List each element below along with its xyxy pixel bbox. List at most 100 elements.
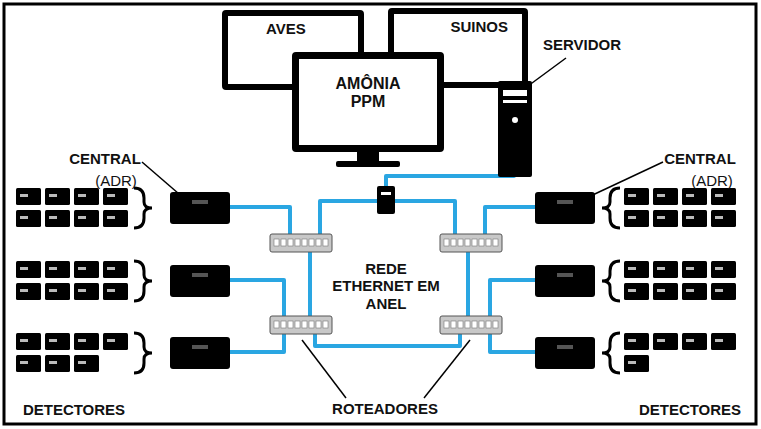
central-box xyxy=(170,265,230,297)
router-port xyxy=(451,239,456,246)
detector-mark xyxy=(628,339,636,342)
router-port xyxy=(486,239,491,246)
detector-mark xyxy=(49,194,57,197)
router-port xyxy=(295,239,300,246)
router-port xyxy=(281,321,286,328)
router-port xyxy=(451,321,456,328)
router-port xyxy=(323,239,328,246)
detector-mark xyxy=(686,289,694,292)
router-port xyxy=(274,239,279,246)
detector-mark xyxy=(20,194,28,197)
text-label: CENTRAL xyxy=(69,150,141,167)
detector-box xyxy=(624,355,649,372)
detector-mark xyxy=(686,216,694,219)
central-box xyxy=(535,192,595,224)
detector-box xyxy=(103,261,128,278)
detector-mark xyxy=(686,267,694,270)
text-label: (ADR) xyxy=(691,172,733,189)
drive-bay xyxy=(503,100,527,103)
ethernet-wires xyxy=(230,168,535,352)
detector-mark xyxy=(20,267,28,270)
text-label: CENTRAL xyxy=(664,150,736,167)
detector-box xyxy=(682,333,707,350)
detector-mark xyxy=(78,194,86,197)
detector-box xyxy=(103,283,128,300)
detector-mark xyxy=(78,289,86,292)
detector-box xyxy=(45,355,70,372)
network-switch xyxy=(377,186,395,214)
detector-mark xyxy=(628,194,636,197)
central-display xyxy=(557,345,573,349)
router-port xyxy=(316,239,321,246)
detector-box xyxy=(624,261,649,278)
text-label: REDE ETHERNET EM ANEL xyxy=(329,260,444,312)
router-box xyxy=(440,316,502,334)
router-port xyxy=(302,321,307,328)
detector-box xyxy=(624,333,649,350)
brace xyxy=(602,333,620,373)
router-port xyxy=(486,321,491,328)
power-button xyxy=(512,117,518,123)
detector-box xyxy=(711,333,736,350)
central-box xyxy=(535,265,595,297)
detector-mark xyxy=(628,267,636,270)
text-label: DETECTORES xyxy=(639,401,741,418)
monitor-screen: AMÔNIA PPM xyxy=(292,52,444,152)
detector-mark xyxy=(657,289,665,292)
detector-box xyxy=(103,210,128,227)
detector-mark xyxy=(20,289,28,292)
detector-box xyxy=(624,210,649,227)
frame xyxy=(4,4,756,424)
detector-box xyxy=(653,333,678,350)
central-display xyxy=(192,200,208,204)
detector-mark xyxy=(107,216,115,219)
router-port xyxy=(479,321,484,328)
router-port xyxy=(472,239,477,246)
detector-mark xyxy=(628,289,636,292)
router-port xyxy=(444,239,449,246)
router-box xyxy=(270,316,332,334)
detector-mark xyxy=(20,339,28,342)
detector-mark xyxy=(20,361,28,364)
detector-mark xyxy=(657,194,665,197)
detector-box xyxy=(74,210,99,227)
detector-box xyxy=(45,333,70,350)
node-text: SUINOS xyxy=(394,18,522,35)
detector-box xyxy=(16,333,41,350)
server-node: SERVIDOR xyxy=(495,36,625,186)
brace xyxy=(134,261,152,301)
router-port xyxy=(274,321,279,328)
detector-box xyxy=(16,188,41,205)
detector-box xyxy=(711,188,736,205)
detector-mark xyxy=(657,267,665,270)
detector-box xyxy=(74,355,99,372)
text-label: ROTEADORES xyxy=(332,400,438,417)
router-port xyxy=(309,321,314,328)
brace xyxy=(602,188,620,228)
server-tower xyxy=(497,80,533,180)
detector-mark xyxy=(49,216,57,219)
detector-box xyxy=(74,261,99,278)
detector-box xyxy=(653,188,678,205)
detector-box xyxy=(711,210,736,227)
detector-box xyxy=(653,283,678,300)
detector-mark xyxy=(78,339,86,342)
router-port xyxy=(302,239,307,246)
detector-mark xyxy=(715,339,723,342)
routers xyxy=(270,234,502,334)
detector-box xyxy=(653,261,678,278)
router-port xyxy=(309,239,314,246)
detector-mark xyxy=(715,216,723,219)
detector-mark xyxy=(628,216,636,219)
router-box xyxy=(270,234,332,252)
drive-bay xyxy=(503,90,527,96)
detector-box xyxy=(653,210,678,227)
detector-mark xyxy=(78,361,86,364)
detector-box xyxy=(45,283,70,300)
detector-mark xyxy=(715,267,723,270)
detector-mark xyxy=(686,339,694,342)
central-units xyxy=(170,192,595,369)
detectors xyxy=(16,188,736,373)
detector-mark xyxy=(686,194,694,197)
router-port xyxy=(479,239,484,246)
